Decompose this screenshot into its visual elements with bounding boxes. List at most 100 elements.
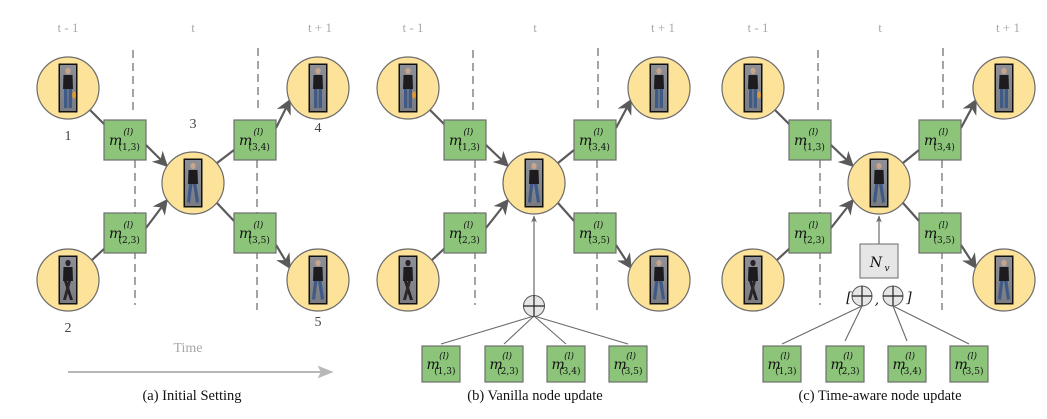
message-symbol: m (239, 226, 252, 242)
person-leg (998, 281, 1004, 300)
message-node: m(l)(3,4) (918, 119, 962, 161)
person-torso (63, 75, 73, 89)
message-subscript: (2,3) (459, 235, 480, 246)
aggregated-message: m(l)(3,4) (546, 345, 586, 383)
node-4 (286, 56, 350, 120)
person-torso (748, 75, 758, 89)
aggregation-input-edge (533, 315, 629, 345)
node-2 (36, 248, 100, 312)
edge-arrow (145, 198, 168, 229)
aggregator-separator: , (875, 292, 879, 308)
message-symbol: m (893, 357, 906, 373)
person-leg (873, 184, 879, 203)
person-head (405, 67, 411, 75)
aggregation-input-edge (844, 305, 863, 342)
aggregation-input-edge (781, 305, 863, 345)
person-leg (659, 89, 663, 108)
message-superscript: (l) (808, 127, 818, 138)
sum-aggregator-past (851, 285, 873, 307)
message-subscript: (3,4) (934, 142, 955, 153)
message-subscript: (1,3) (804, 142, 825, 153)
node-3 (847, 151, 911, 215)
message-box (233, 212, 277, 254)
node-3 (161, 151, 225, 215)
aggregation-input-edge (503, 315, 535, 345)
hydrant (72, 91, 76, 99)
message-superscript: (l) (808, 220, 818, 231)
person-torso (188, 170, 198, 184)
person-leg (655, 89, 659, 108)
message-subscript: (3,5) (934, 235, 955, 246)
node-2 (376, 248, 440, 312)
edge (216, 202, 235, 222)
message-subscript: (3,4) (900, 366, 921, 377)
person-leg (68, 89, 72, 108)
aggregated-message: m(l)(3,5) (608, 345, 648, 383)
person-torso (313, 75, 323, 89)
person-head (315, 259, 321, 267)
message-superscript: (l) (253, 220, 263, 231)
edge-arrow (145, 144, 169, 168)
node-4 (972, 56, 1036, 120)
message-box (421, 345, 461, 383)
message-symbol: m (449, 133, 462, 149)
person-head (65, 259, 71, 267)
message-node: m(l) (3,5) (233, 212, 277, 254)
person-leg (63, 281, 71, 300)
message-symbol: m (794, 226, 807, 242)
edge-arrow (275, 244, 291, 270)
node-2 (721, 248, 785, 312)
node-1 (721, 56, 785, 120)
edge (774, 109, 791, 126)
time-axis-label: Time (173, 341, 202, 356)
message-subscript: (1,3) (775, 366, 796, 377)
message-symbol: m (831, 357, 844, 373)
edge (557, 202, 575, 222)
message-superscript: (l) (626, 351, 636, 362)
sum-aggregator-future (882, 285, 904, 307)
message-box (887, 345, 927, 383)
message-node: m(l)(3,5) (573, 212, 617, 254)
person-torso (999, 267, 1009, 281)
message-symbol: m (924, 226, 937, 242)
edge-arrow (830, 198, 854, 229)
person-leg (1000, 89, 1004, 108)
aggregated-message: m(l)(2,3) (825, 345, 865, 383)
message-subscript: (3,5) (589, 235, 610, 246)
node-label: 1 (65, 129, 72, 144)
time-step-label: t + 1 (651, 20, 675, 35)
edge-arrow (485, 144, 510, 168)
message-superscript: (l) (593, 127, 603, 138)
message-box (484, 345, 524, 383)
person-leg (318, 89, 322, 108)
node-1 (36, 56, 100, 120)
person-leg (187, 184, 193, 203)
node-3 (502, 151, 566, 215)
message-symbol: m (490, 357, 503, 373)
message-symbol: m (449, 226, 462, 242)
message-box (443, 119, 487, 161)
aggregation-input-edge (892, 305, 908, 342)
person-torso (748, 267, 758, 281)
node-label: 2 (65, 321, 72, 336)
person-torso (654, 75, 664, 89)
message-subscript: (3,5) (249, 235, 270, 246)
message-node: m(l)(3,4) (233, 119, 277, 161)
message-superscript: (l) (967, 351, 977, 362)
message-node: m(l)(2,3) (103, 212, 147, 254)
person-torso (999, 75, 1009, 89)
edge (216, 149, 235, 164)
person-head (750, 259, 756, 267)
message-superscript: (l) (593, 220, 603, 231)
message-symbol: m (614, 357, 627, 373)
person-leg (64, 89, 68, 108)
panel-caption: (b) Vanilla node update (467, 388, 602, 404)
time-step-label: t + 1 (308, 20, 332, 35)
message-symbol: m (427, 357, 440, 373)
node-4 (627, 56, 691, 120)
edge-arrow (275, 98, 291, 129)
node-label: 5 (315, 315, 322, 330)
time-step-label: t - 1 (748, 20, 769, 35)
